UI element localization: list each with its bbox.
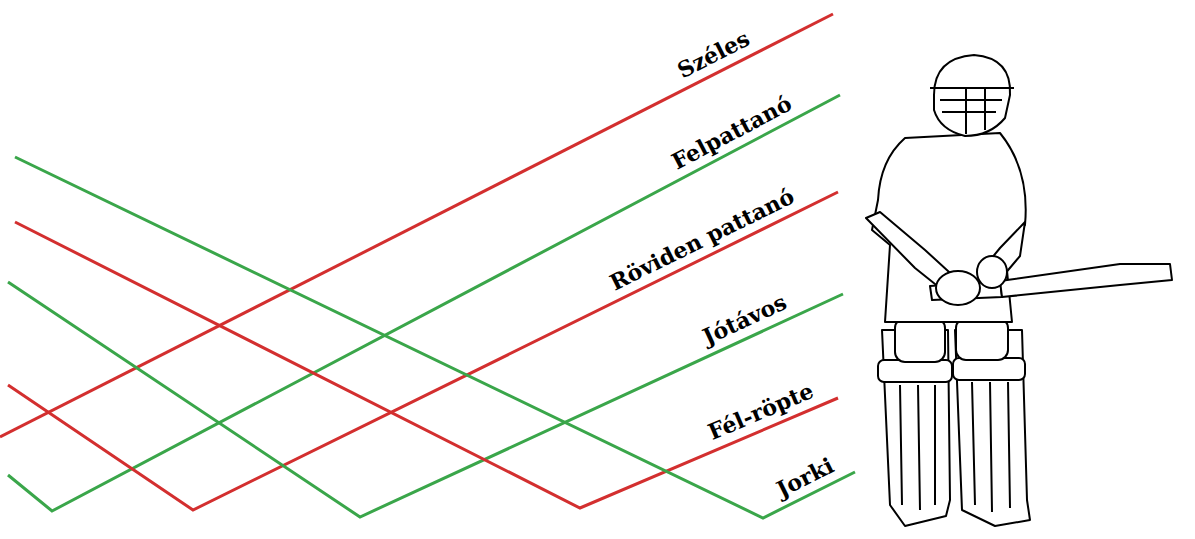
batting-glove [936, 271, 980, 305]
helmet [934, 55, 1010, 136]
leg-pad-line [900, 382, 1010, 512]
knee-pad [956, 318, 1008, 360]
length-label: Jorki [771, 452, 840, 503]
knee-pad [895, 318, 945, 362]
batsman-figure [866, 55, 1172, 526]
ball-path [0, 14, 833, 437]
ball-path [8, 95, 840, 511]
ball-path [15, 222, 838, 508]
helmet-grille [930, 88, 1014, 134]
knee-roll [953, 358, 1025, 380]
length-label: Fél-röpte [703, 377, 819, 446]
knee-roll [878, 360, 952, 382]
length-label: Jótávos [697, 289, 792, 351]
batting-glove [977, 256, 1007, 288]
ball-path [15, 157, 855, 518]
ball-path [8, 282, 843, 517]
length-label: Röviden pattanó [604, 182, 800, 296]
length-label: Felpattanó [666, 89, 798, 175]
bat-blade [1000, 264, 1172, 297]
